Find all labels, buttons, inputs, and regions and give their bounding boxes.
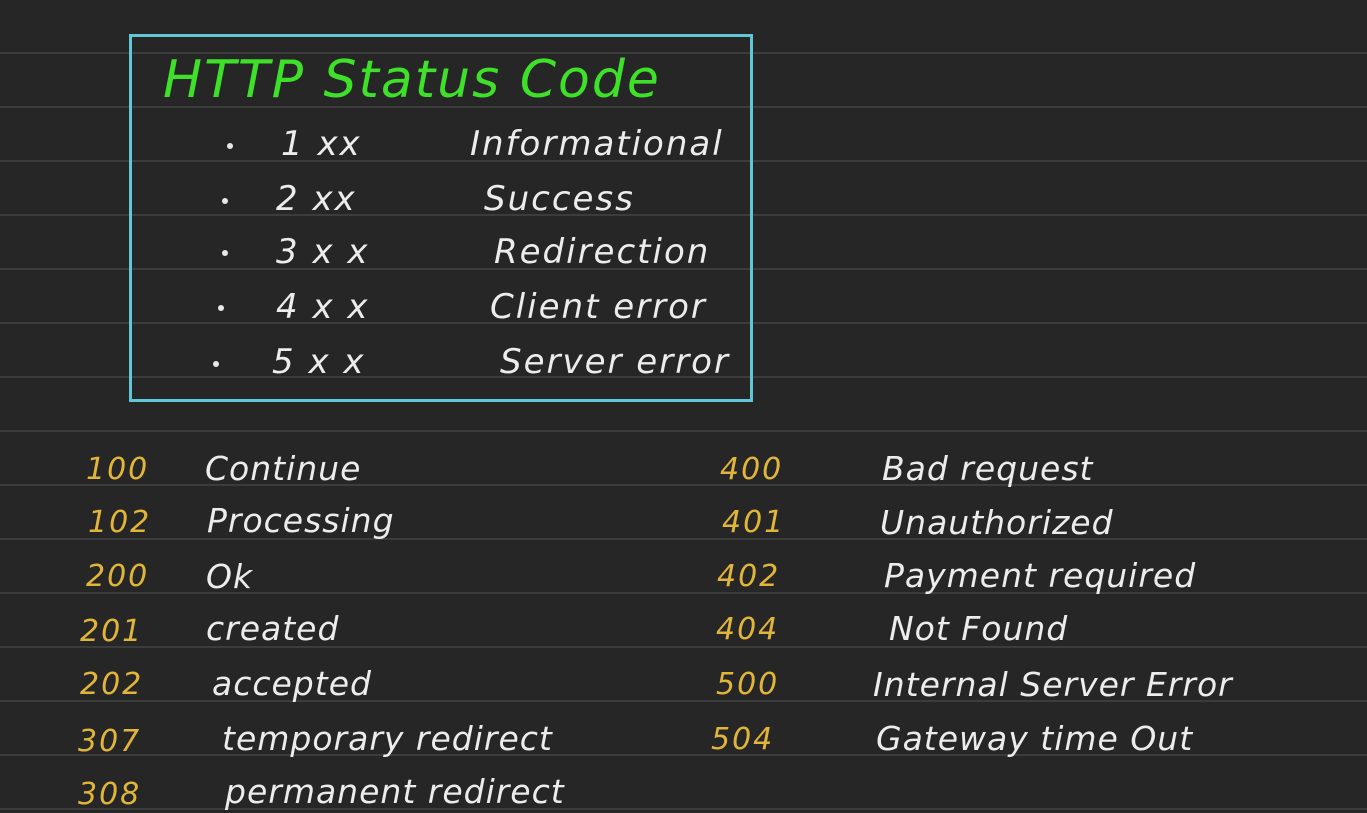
summary-box (129, 34, 753, 402)
status-description: created (206, 609, 340, 648)
bullet-5xx (213, 361, 219, 367)
status-description: Unauthorized (880, 503, 1114, 542)
status-description: temporary redirect (222, 719, 553, 758)
category-label-2xx: Success (484, 179, 635, 219)
status-description: Ok (206, 557, 254, 596)
bullet-4xx (218, 305, 224, 311)
status-code: 202 (80, 667, 144, 702)
status-description: accepted (212, 664, 372, 703)
status-code: 404 (716, 612, 780, 647)
status-code: 402 (717, 559, 781, 594)
category-range-1xx: 1 xx (281, 124, 362, 164)
bullet-3xx (222, 250, 228, 256)
status-description: Payment required (884, 556, 1197, 595)
category-label-1xx: Informational (470, 124, 724, 164)
status-code: 400 (720, 452, 784, 487)
status-code: 307 (78, 724, 142, 759)
bullet-1xx (227, 143, 233, 149)
status-code: 308 (78, 777, 142, 812)
status-code: 200 (86, 559, 150, 594)
category-range-2xx: 2 xx (276, 179, 357, 219)
status-description: Bad request (882, 449, 1094, 488)
status-description: Not Found (889, 609, 1069, 648)
status-code: 102 (88, 505, 152, 540)
bullet-2xx (222, 198, 228, 204)
status-description: Internal Server Error (873, 665, 1233, 704)
status-code: 500 (716, 667, 780, 702)
status-code: 201 (80, 614, 144, 649)
status-description: permanent redirect (225, 772, 565, 811)
category-label-3xx: Redirection (494, 232, 711, 272)
status-code: 401 (722, 505, 786, 540)
page-title: HTTP Status Code (163, 50, 661, 110)
status-description: Gateway time Out (876, 719, 1194, 758)
category-range-5xx: 5 x x (272, 342, 366, 382)
status-code: 100 (86, 452, 150, 487)
status-description: Processing (207, 501, 395, 540)
category-label-4xx: Client error (490, 287, 707, 327)
category-label-5xx: Server error (500, 342, 730, 382)
category-range-4xx: 4 x x (276, 287, 370, 327)
status-code: 504 (711, 722, 775, 757)
status-description: Continue (205, 449, 362, 488)
category-range-3xx: 3 x x (276, 232, 370, 272)
